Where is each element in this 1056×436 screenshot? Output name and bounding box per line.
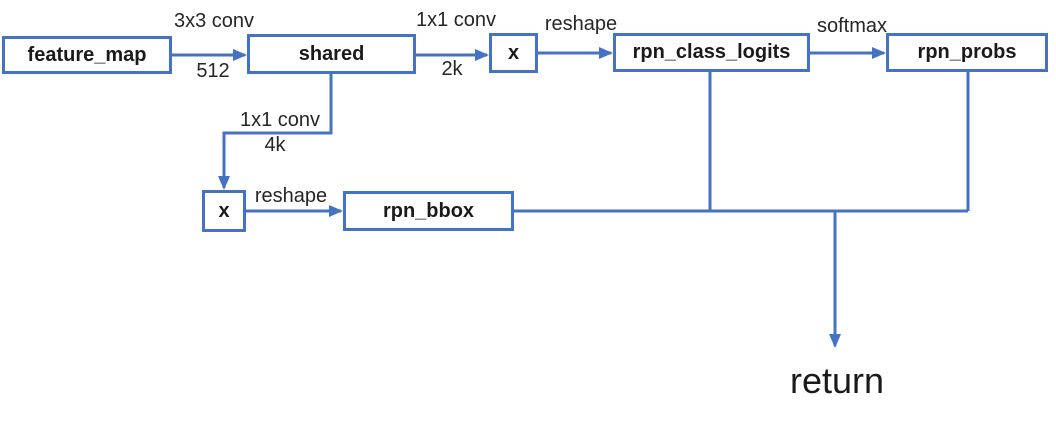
- edge-label-1x1-conv-top: 1x1 conv: [415, 9, 497, 31]
- node-x-bottom: x: [202, 190, 246, 232]
- node-shared: shared: [247, 34, 416, 74]
- node-rpn-class-logits: rpn_class_logits: [613, 33, 810, 72]
- edge-label-512: 512: [196, 60, 230, 82]
- node-x-top: x: [489, 33, 538, 73]
- edge-label-1x1-conv-bottom: 1x1 conv: [239, 109, 321, 131]
- return-label: return: [789, 360, 885, 401]
- edge-label-2k: 2k: [441, 58, 463, 80]
- edge-label-3x3-conv: 3x3 conv: [173, 10, 255, 32]
- edge-label-reshape-bottom: reshape: [254, 185, 328, 207]
- edge-label-reshape-top: reshape: [544, 13, 618, 35]
- edge-label-4k: 4k: [264, 134, 286, 156]
- arrow-shared-to-x-bottom: [218, 74, 333, 190]
- node-rpn-probs: rpn_probs: [886, 33, 1048, 72]
- edge-label-softmax: softmax: [816, 15, 888, 37]
- node-rpn-bbox: rpn_bbox: [343, 191, 514, 231]
- node-feature-map: feature_map: [2, 36, 172, 74]
